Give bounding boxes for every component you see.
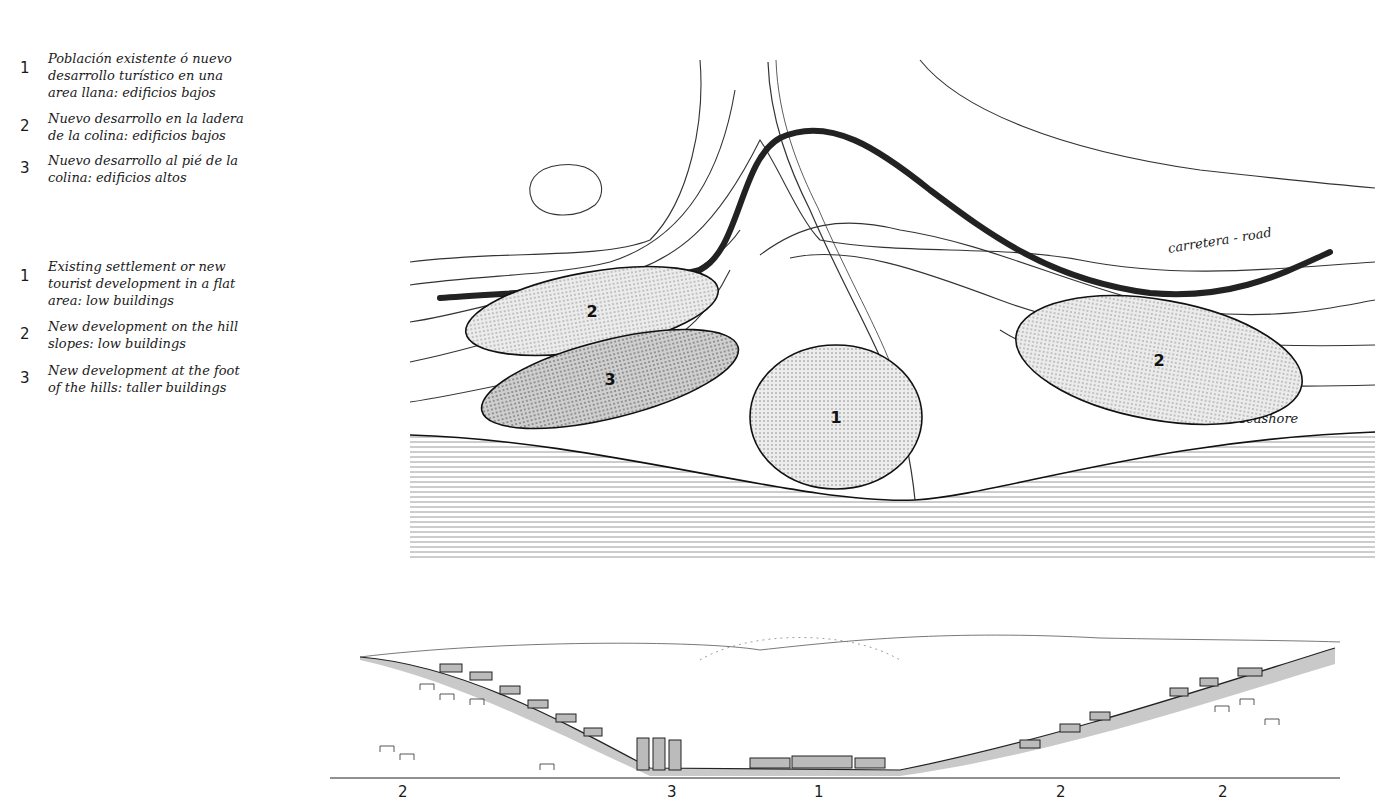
key-text: New development on the hill slopes: low …: [48, 318, 253, 352]
area-shape: [1006, 276, 1312, 445]
key-number: 3: [20, 160, 40, 177]
key-text: Población existente ó nuevo desarrollo t…: [48, 50, 253, 101]
key-text: Nuevo desarrollo en la ladera de la coli…: [48, 110, 253, 144]
key-text: Nuevo desarrollo al pié de la colina: ed…: [48, 152, 253, 186]
key-number: 3: [20, 370, 40, 387]
section-number: 1: [814, 784, 834, 801]
settlement-area: 1: [758, 343, 914, 491]
key-number: 2: [20, 326, 40, 343]
stream-bank: [776, 60, 896, 378]
area-number: 2: [472, 302, 712, 321]
development-area: 2: [1022, 298, 1296, 422]
development-area: 3: [486, 338, 734, 420]
key-text: New development at the foot of the hills…: [48, 362, 253, 396]
area-number: 1: [758, 408, 914, 427]
road: [440, 131, 1330, 298]
section-number: 2: [1056, 784, 1076, 801]
area-shape: [750, 345, 922, 489]
area-shape: [472, 309, 747, 449]
key-number: 1: [20, 268, 40, 285]
section-drawing: [330, 635, 1340, 778]
area-number: 2: [1022, 351, 1296, 370]
section-number: 3: [667, 784, 687, 801]
section-number: 2: [398, 784, 418, 801]
area-number: 3: [486, 370, 734, 389]
key-number: 2: [20, 118, 40, 135]
key-text: Existing settlement or new tourist devel…: [48, 258, 253, 309]
key-number: 1: [20, 60, 40, 77]
road-label: carretera - road: [1167, 217, 1318, 257]
section-number: 2: [1218, 784, 1238, 801]
